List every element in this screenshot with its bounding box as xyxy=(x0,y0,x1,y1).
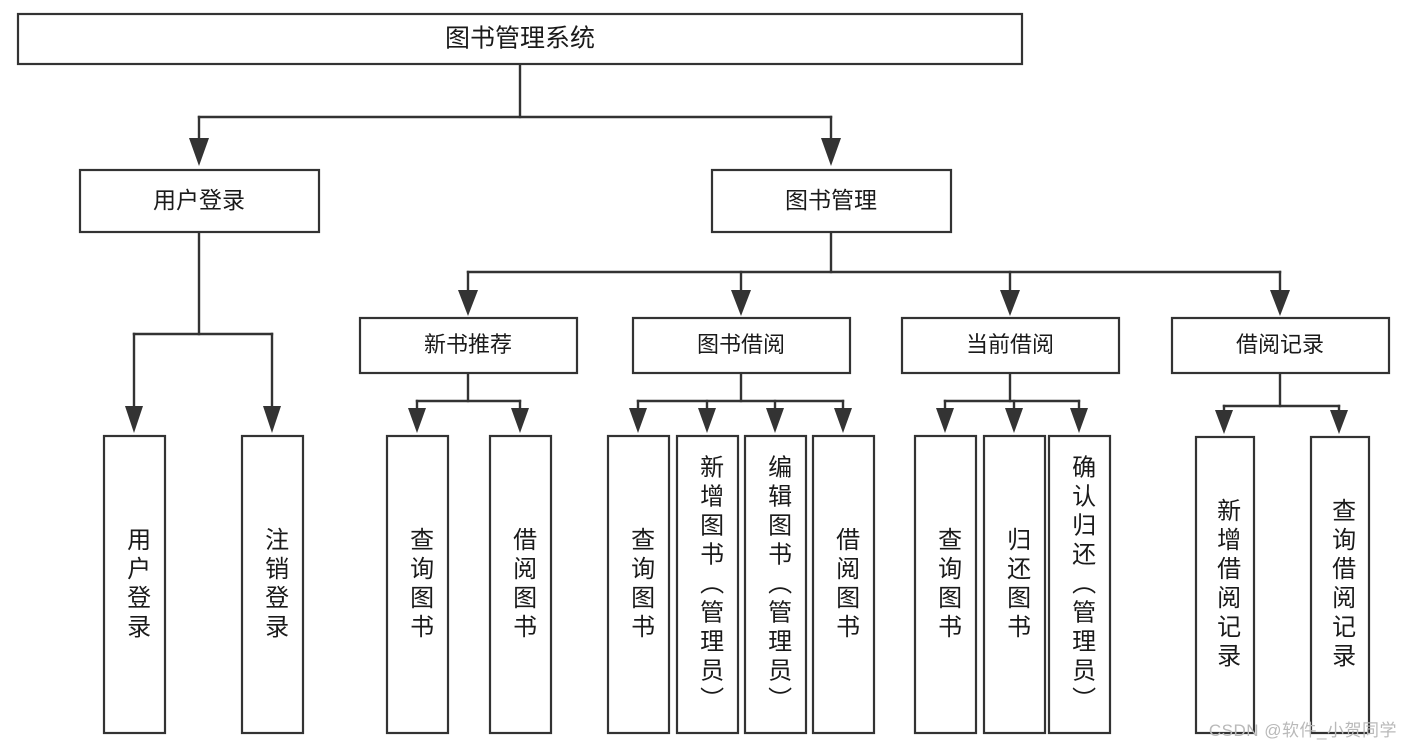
arrow-head-leaf-query-record xyxy=(1330,410,1348,434)
node-book-borrow-box[interactable] xyxy=(631,316,852,375)
arrow-head-leaf-query-book-2 xyxy=(629,408,647,433)
node-leaf-query-record[interactable]: 查询借阅记录 xyxy=(1309,435,1371,735)
connector-group-borrow-record xyxy=(1215,371,1348,434)
node-user-login[interactable]: 用户登录 xyxy=(78,168,321,234)
node-leaf-return-book-label: 归还图书 xyxy=(1003,527,1031,643)
node-new-book-recommend-label: 新书推荐 xyxy=(424,332,512,357)
node-current-borrow-label: 当前借阅 xyxy=(966,332,1054,357)
arrow-head-leaf-add-book xyxy=(698,408,716,433)
arrow-head-leaf-user-login xyxy=(125,406,143,433)
csdn-watermark: CSDN @软件_小贺同学 xyxy=(1208,721,1397,740)
arrow-head-leaf-query-book-1 xyxy=(408,408,426,433)
node-leaf-query-book-2-box[interactable] xyxy=(606,434,671,735)
node-leaf-add-book-box[interactable] xyxy=(675,434,740,735)
node-leaf-return-book[interactable]: 归还图书 xyxy=(982,434,1047,735)
connector-group-current-borrow xyxy=(936,371,1088,433)
node-book-management[interactable]: 图书管理 xyxy=(710,168,953,234)
node-leaf-borrow-book-1-label: 借阅图书 xyxy=(509,527,537,643)
node-borrow-record-label: 借阅记录 xyxy=(1236,332,1324,357)
node-leaf-logout-login[interactable]: 注销登录 xyxy=(240,434,305,735)
node-leaf-query-book-1-box[interactable] xyxy=(385,434,450,735)
node-root[interactable]: 图书管理系统 xyxy=(16,12,1024,66)
connector-group-root xyxy=(189,62,841,166)
node-borrow-record-box[interactable] xyxy=(1170,316,1391,375)
node-current-borrow[interactable]: 当前借阅 xyxy=(900,316,1121,375)
arrow-head-leaf-query-book-3 xyxy=(936,408,954,433)
arrow-head-leaf-logout-login xyxy=(263,406,281,433)
node-leaf-confirm-return-label: 确认归还（管理员） xyxy=(1068,455,1096,716)
node-leaf-query-record-box[interactable] xyxy=(1309,435,1371,735)
node-leaf-user-login-label: 用户登录 xyxy=(123,527,151,643)
arrow-head-user-login xyxy=(189,138,209,166)
node-book-borrow[interactable]: 图书借阅 xyxy=(631,316,852,375)
node-leaf-query-book-3[interactable]: 查询图书 xyxy=(913,434,978,735)
node-book-management-label: 图书管理 xyxy=(785,187,877,213)
node-current-borrow-box[interactable] xyxy=(900,316,1121,375)
arrow-head-book-management xyxy=(821,138,841,166)
arrow-head-leaf-return-book xyxy=(1005,408,1023,433)
node-leaf-query-book-1-label: 查询图书 xyxy=(406,527,434,643)
node-leaf-logout-login-box[interactable] xyxy=(240,434,305,735)
node-borrow-record[interactable]: 借阅记录 xyxy=(1170,316,1391,375)
arrow-head-leaf-confirm-return xyxy=(1070,408,1088,433)
node-leaf-borrow-book-2[interactable]: 借阅图书 xyxy=(811,434,876,735)
node-leaf-query-book-3-label: 查询图书 xyxy=(934,527,962,643)
connector-group-user-login xyxy=(125,230,281,433)
node-leaf-user-login[interactable]: 用户登录 xyxy=(102,434,167,735)
node-leaf-query-record-label: 查询借阅记录 xyxy=(1328,498,1356,672)
arrow-head-current-borrow xyxy=(1000,290,1020,316)
node-leaf-add-book-label: 新增图书（管理员） xyxy=(696,455,724,716)
node-leaf-confirm-return-box[interactable] xyxy=(1047,434,1112,735)
node-new-book-recommend-box[interactable] xyxy=(358,316,579,375)
node-leaf-add-record-label: 新增借阅记录 xyxy=(1213,498,1241,672)
node-leaf-logout-login-label: 注销登录 xyxy=(261,527,289,643)
connector-group-book-borrow xyxy=(629,371,852,433)
node-leaf-query-book-1[interactable]: 查询图书 xyxy=(385,434,450,735)
node-leaf-query-book-2[interactable]: 查询图书 xyxy=(606,434,671,735)
arrow-head-borrow-record xyxy=(1270,290,1290,316)
node-book-borrow-label: 图书借阅 xyxy=(697,332,785,357)
node-leaf-borrow-book-2-label: 借阅图书 xyxy=(832,527,860,643)
arrow-head-book-borrow xyxy=(731,290,751,316)
connector-group-new-book-recommend xyxy=(408,371,529,433)
node-leaf-return-book-box[interactable] xyxy=(982,434,1047,735)
node-book-management-box[interactable] xyxy=(710,168,953,234)
node-new-book-recommend[interactable]: 新书推荐 xyxy=(358,316,579,375)
node-user-login-box[interactable] xyxy=(78,168,321,234)
connector-group-book-management xyxy=(458,230,1290,316)
node-root-label: 图书管理系统 xyxy=(445,25,595,53)
node-leaf-confirm-return[interactable]: 确认归还（管理员） xyxy=(1047,434,1112,735)
arrow-head-new-book-recommend xyxy=(458,290,478,316)
node-user-login-label: 用户登录 xyxy=(153,187,245,213)
node-leaf-query-book-3-box[interactable] xyxy=(913,434,978,735)
node-leaf-user-login-box[interactable] xyxy=(102,434,167,735)
arrow-head-leaf-borrow-book-1 xyxy=(511,408,529,433)
node-leaf-query-book-2-label: 查询图书 xyxy=(627,527,655,643)
node-leaf-borrow-book-2-box[interactable] xyxy=(811,434,876,735)
node-leaf-borrow-book-1[interactable]: 借阅图书 xyxy=(488,434,553,735)
node-leaf-borrow-book-1-box[interactable] xyxy=(488,434,553,735)
arrow-head-leaf-add-record xyxy=(1215,410,1233,434)
node-root-box[interactable] xyxy=(16,12,1024,66)
node-leaf-add-book[interactable]: 新增图书（管理员） xyxy=(675,434,740,735)
arrow-head-leaf-borrow-book-2 xyxy=(834,408,852,433)
node-leaf-add-record[interactable]: 新增借阅记录 xyxy=(1194,435,1256,735)
node-leaf-edit-book[interactable]: 编辑图书（管理员） xyxy=(743,434,808,735)
arrow-head-leaf-edit-book xyxy=(766,408,784,433)
node-leaf-add-record-box[interactable] xyxy=(1194,435,1256,735)
node-leaf-edit-book-box[interactable] xyxy=(743,434,808,735)
node-leaf-edit-book-label: 编辑图书（管理员） xyxy=(764,455,792,716)
